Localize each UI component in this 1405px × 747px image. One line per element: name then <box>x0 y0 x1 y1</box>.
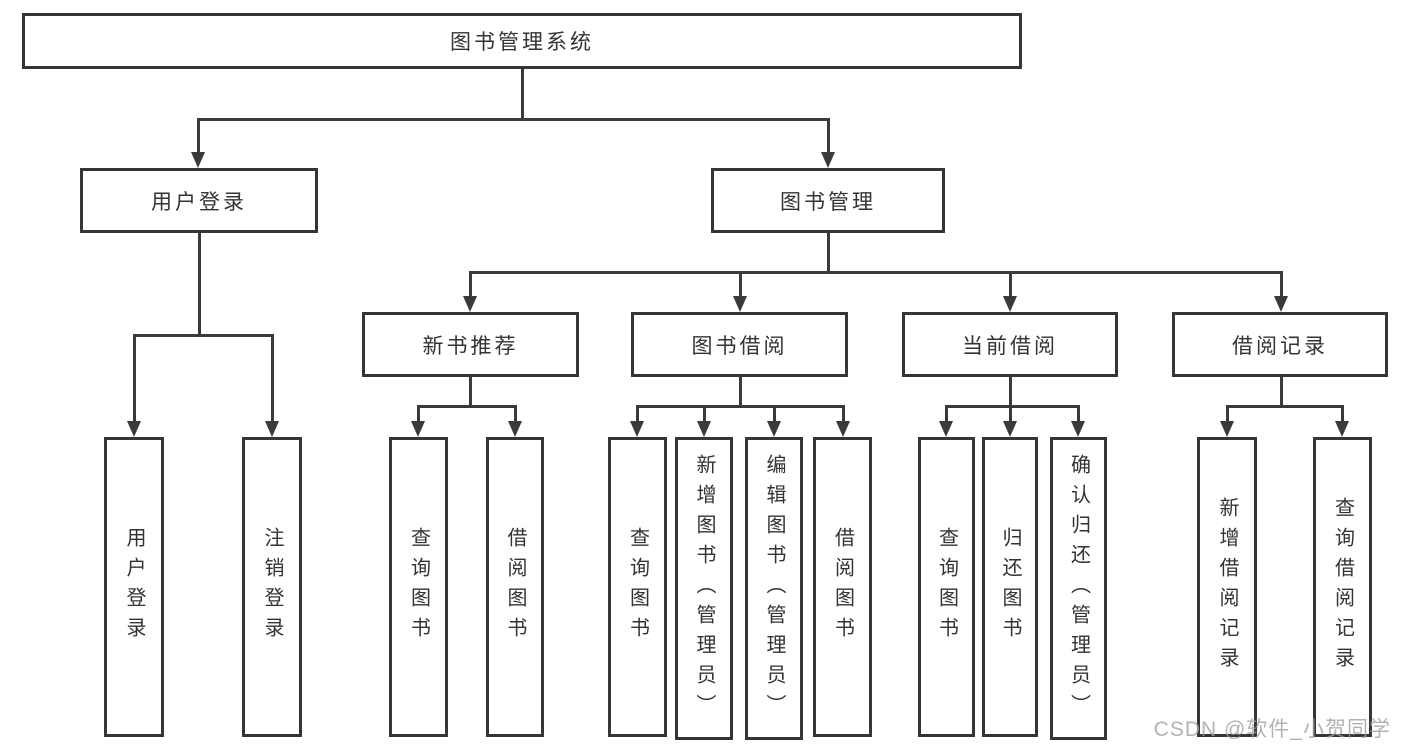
connector-line <box>739 377 742 407</box>
connector-line <box>1009 271 1012 297</box>
arrowhead-down-icon <box>1003 421 1017 437</box>
connector-line <box>945 405 1080 408</box>
arrowhead-down-icon <box>821 152 835 168</box>
connector-line <box>842 405 845 422</box>
leaf-edit-books-admin: 编辑图书（管理员） <box>745 437 803 740</box>
arrowhead-down-icon <box>939 421 953 437</box>
leaf-recommend-query-books: 查询图书 <box>389 437 448 737</box>
arrowhead-down-icon <box>1003 296 1017 312</box>
arrowhead-down-icon <box>1071 421 1085 437</box>
connector-line <box>197 118 830 121</box>
leaf-add-books-admin: 新增图书（管理员） <box>675 437 733 740</box>
connector-line <box>1280 271 1283 297</box>
arrowhead-down-icon <box>191 152 205 168</box>
connector-line <box>271 334 274 422</box>
connector-line <box>827 233 830 274</box>
connector-line <box>1009 405 1012 422</box>
connector-line <box>739 271 742 297</box>
leaf-add-borrow-record: 新增借阅记录 <box>1197 437 1257 737</box>
connector-line <box>469 377 472 407</box>
arrowhead-down-icon <box>1335 421 1349 437</box>
arrowhead-down-icon <box>697 421 711 437</box>
connector-line <box>636 405 845 408</box>
node-borrow-records: 借阅记录 <box>1172 312 1388 377</box>
arrowhead-down-icon <box>508 421 522 437</box>
arrowhead-down-icon <box>1274 296 1288 312</box>
arrowhead-down-icon <box>411 421 425 437</box>
arrowhead-down-icon <box>1220 421 1234 437</box>
connector-line <box>703 405 706 422</box>
connector-line <box>1341 405 1344 422</box>
connector-line <box>1009 377 1012 407</box>
arrowhead-down-icon <box>127 421 141 437</box>
connector-line <box>197 118 200 154</box>
connector-line <box>417 405 420 422</box>
connector-line <box>636 405 639 422</box>
node-current-borrow: 当前借阅 <box>902 312 1118 377</box>
leaf-confirm-return-admin: 确认归还（管理员） <box>1050 437 1107 740</box>
connector-line <box>945 405 948 422</box>
csdn-watermark: CSDN @软件_小贺同学 <box>1153 718 1391 741</box>
arrowhead-down-icon <box>767 421 781 437</box>
connector-line <box>521 69 524 120</box>
node-book-borrow: 图书借阅 <box>631 312 848 377</box>
leaf-query-borrow-record: 查询借阅记录 <box>1313 437 1372 737</box>
connector-line <box>198 233 201 336</box>
connector-line <box>773 405 776 422</box>
arrowhead-down-icon <box>630 421 644 437</box>
node-root-library-management-system: 图书管理系统 <box>22 13 1022 69</box>
connector-line <box>417 405 517 408</box>
connector-line <box>827 118 830 154</box>
connector-line <box>1077 405 1080 422</box>
arrowhead-down-icon <box>733 296 747 312</box>
node-new-book-recommend: 新书推荐 <box>362 312 579 377</box>
leaf-logout: 注销登录 <box>242 437 302 737</box>
leaf-recommend-borrow-books: 借阅图书 <box>486 437 544 737</box>
connector-line <box>133 334 274 337</box>
node-user-login: 用户登录 <box>80 168 318 233</box>
leaf-borrow-query-books: 查询图书 <box>608 437 667 737</box>
connector-line <box>1280 377 1283 407</box>
leaf-current-query-books: 查询图书 <box>918 437 975 737</box>
connector-line <box>1226 405 1344 408</box>
arrowhead-down-icon <box>265 421 279 437</box>
arrowhead-down-icon <box>836 421 850 437</box>
leaf-user-login: 用户登录 <box>104 437 164 737</box>
connector-line <box>469 271 472 297</box>
leaf-return-books: 归还图书 <box>982 437 1038 737</box>
node-book-management: 图书管理 <box>711 168 945 233</box>
connector-line <box>469 271 1282 274</box>
connector-line <box>133 334 136 422</box>
connector-line <box>1226 405 1229 422</box>
arrowhead-down-icon <box>463 296 477 312</box>
leaf-borrow-books: 借阅图书 <box>813 437 872 737</box>
connector-line <box>514 405 517 422</box>
